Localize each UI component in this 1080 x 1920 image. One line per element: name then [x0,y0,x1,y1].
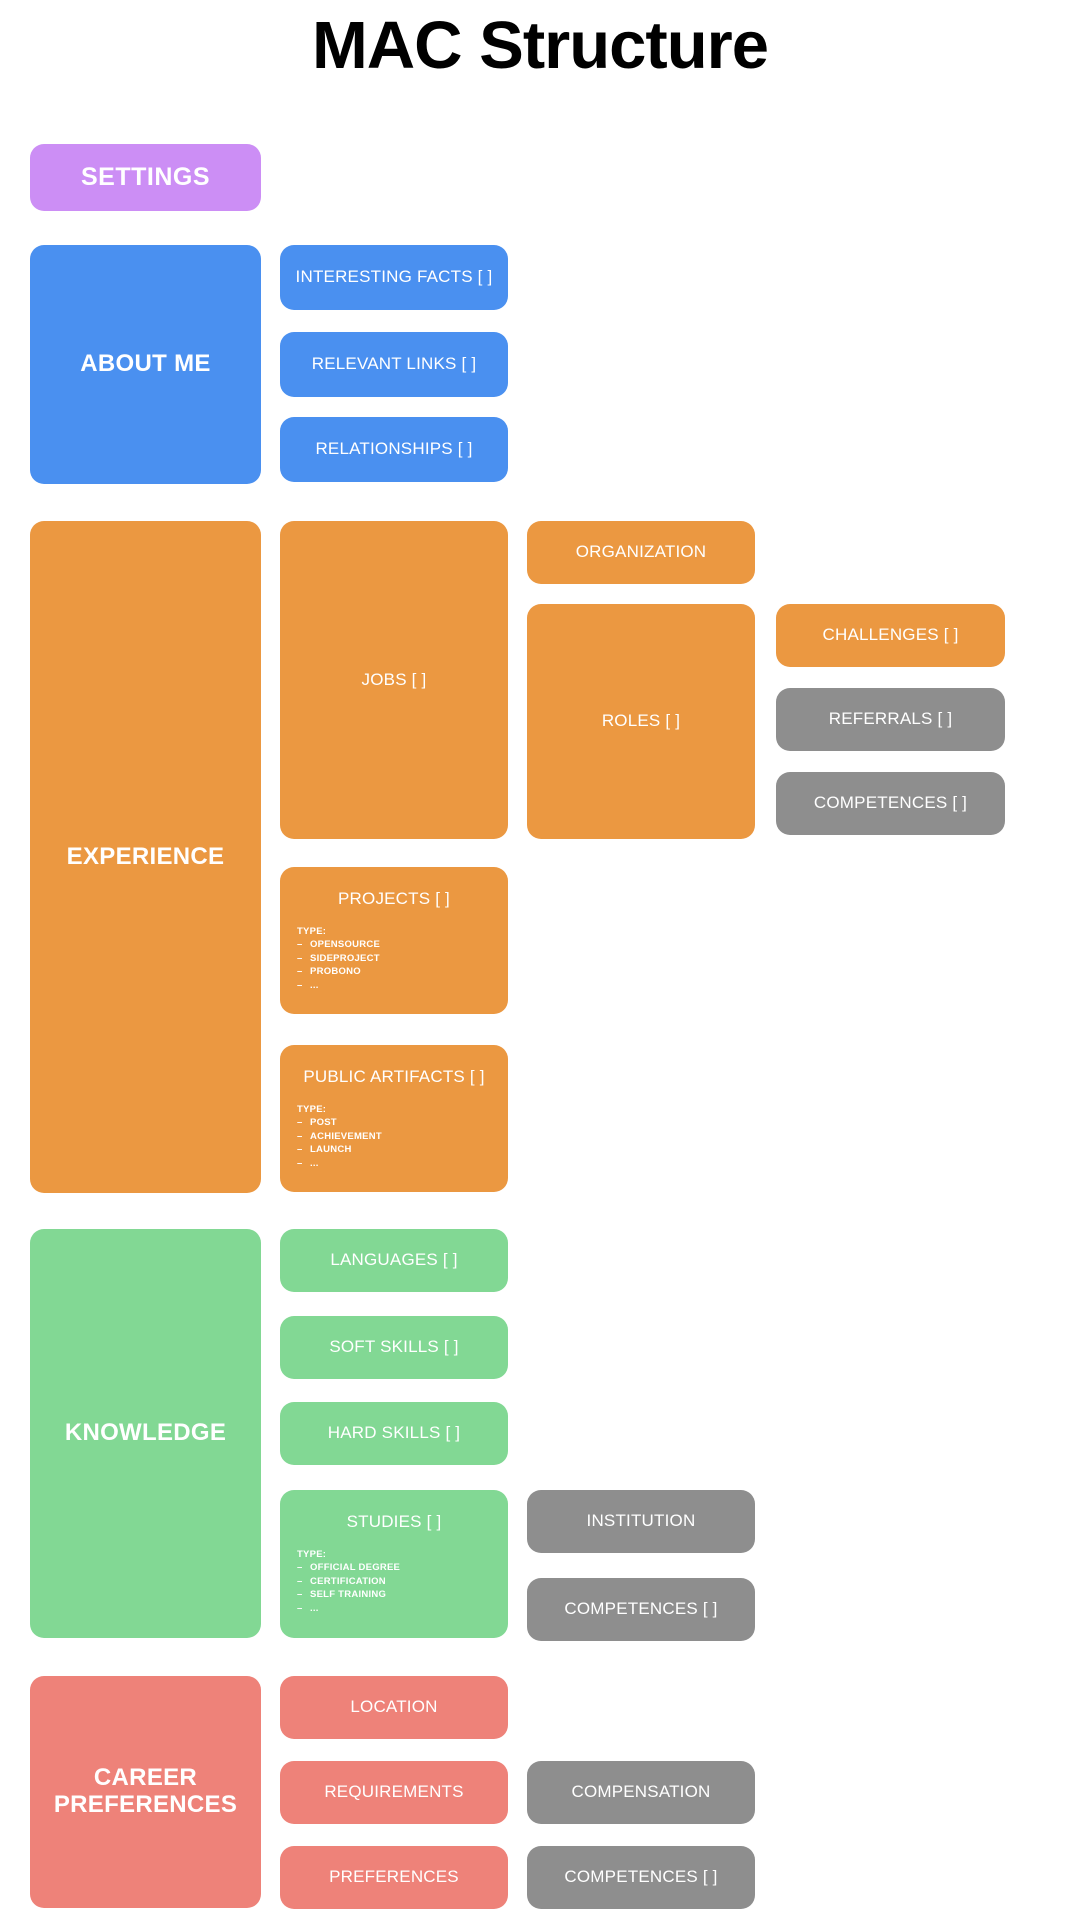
organization-label: ORGANIZATION [575,542,707,562]
studies-label: STUDIES [ ] [346,1512,442,1531]
experience-roles[interactable]: ROLES [ ] [527,604,755,839]
experience-label: EXPERIENCE [66,842,225,870]
career-competences[interactable]: COMPETENCES [ ] [527,1846,755,1909]
experience-referrals[interactable]: REFERRALS [ ] [776,688,1005,751]
studies-type-list: TYPE: –OFFICIAL DEGREE –CERTIFICATION –S… [280,1548,400,1615]
page-title: MAC Structure [311,8,769,83]
public-artifacts-type-item: –LAUNCH [297,1144,352,1156]
studies-type-item: –OFFICIAL DEGREE [297,1562,401,1574]
about-me-label: ABOUT ME [80,350,211,378]
languages-label: LANGUAGES [ ] [330,1250,458,1270]
studies-type-item: –CERTIFICATION [297,1575,386,1587]
projects-type-heading: TYPE: [297,926,327,937]
studies-type-heading: TYPE: [297,1549,327,1560]
career-location[interactable]: LOCATION [280,1676,508,1739]
about-me-relationships[interactable]: RELATIONSHIPS [ ] [280,417,508,482]
experience-challenges[interactable]: CHALLENGES [ ] [776,604,1005,667]
studies-type-item: –SELF TRAINING [297,1589,387,1601]
projects-type-item: –PROBONO [297,966,361,978]
about-me-relevant-links[interactable]: RELEVANT LINKS [ ] [280,332,508,397]
preferences-label: PREFERENCES [329,1867,459,1887]
experience-organization[interactable]: ORGANIZATION [527,521,755,584]
requirements-label: REQUIREMENTS [324,1782,464,1802]
projects-label: PROJECTS [ ] [338,889,450,908]
competences-experience-label: COMPETENCES [ ] [813,793,968,813]
projects-type-item: –OPENSOURCE [297,939,381,951]
knowledge-hard-skills[interactable]: HARD SKILLS [ ] [280,1402,508,1465]
career-preferences-line1: CAREER [93,1764,198,1792]
challenges-label: CHALLENGES [ ] [822,625,959,645]
compensation-label: COMPENSATION [571,1782,711,1802]
experience-jobs[interactable]: JOBS [ ] [280,521,508,839]
competences-knowledge-label: COMPETENCES [ ] [564,1599,718,1619]
public-artifacts-type-item: –ACHIEVEMENT [297,1130,382,1142]
public-artifacts-type-heading: TYPE: [297,1104,327,1115]
career-preferences-item[interactable]: PREFERENCES [280,1846,508,1909]
jobs-label: JOBS [ ] [361,669,427,689]
career-compensation[interactable]: COMPENSATION [527,1761,755,1824]
section-experience[interactable]: EXPERIENCE [30,521,261,1193]
knowledge-institution[interactable]: INSTITUTION [527,1490,755,1553]
knowledge-soft-skills[interactable]: SOFT SKILLS [ ] [280,1316,508,1379]
knowledge-label: KNOWLEDGE [64,1419,227,1447]
public-artifacts-type-list: TYPE: –POST –ACHIEVEMENT –LAUNCH –... [280,1103,382,1170]
competences-career-label: COMPETENCES [ ] [564,1867,718,1887]
roles-label: ROLES [ ] [601,711,681,731]
projects-type-item: –... [297,979,319,991]
public-artifacts-type-item: –POST [297,1117,337,1129]
soft-skills-label: SOFT SKILLS [ ] [329,1337,459,1357]
experience-competences[interactable]: COMPETENCES [ ] [776,772,1005,835]
settings-label: SETTINGS [80,163,210,191]
interesting-facts-label: INTERESTING FACTS [ ] [295,267,493,287]
projects-type-list: TYPE: –OPENSOURCE –SIDEPROJECT –PROBONO … [280,925,380,992]
about-me-interesting-facts[interactable]: INTERESTING FACTS [ ] [280,245,508,310]
studies-type-item: –... [297,1602,319,1614]
knowledge-studies[interactable]: STUDIES [ ] TYPE: –OFFICIAL DEGREE –CERT… [280,1490,508,1638]
location-label: LOCATION [350,1697,438,1717]
public-artifacts-label: PUBLIC ARTIFACTS [ ] [303,1067,485,1086]
institution-label: INSTITUTION [586,1511,696,1531]
experience-public-artifacts[interactable]: PUBLIC ARTIFACTS [ ] TYPE: –POST –ACHIEV… [280,1045,508,1192]
relevant-links-label: RELEVANT LINKS [ ] [311,354,477,374]
referrals-label: REFERRALS [ ] [828,709,953,729]
projects-type-item: –SIDEPROJECT [297,952,380,964]
settings-box[interactable]: SETTINGS [30,144,261,211]
knowledge-competences[interactable]: COMPETENCES [ ] [527,1578,755,1641]
hard-skills-label: HARD SKILLS [ ] [327,1423,461,1443]
career-preferences-line2: PREFERENCES [53,1791,238,1818]
public-artifacts-type-item: –... [297,1157,319,1169]
section-knowledge[interactable]: KNOWLEDGE [30,1229,261,1638]
experience-projects[interactable]: PROJECTS [ ] TYPE: –OPENSOURCE –SIDEPROJ… [280,867,508,1014]
relationships-label: RELATIONSHIPS [ ] [315,439,473,459]
career-requirements[interactable]: REQUIREMENTS [280,1761,508,1824]
knowledge-languages[interactable]: LANGUAGES [ ] [280,1229,508,1292]
section-about-me[interactable]: ABOUT ME [30,245,261,484]
